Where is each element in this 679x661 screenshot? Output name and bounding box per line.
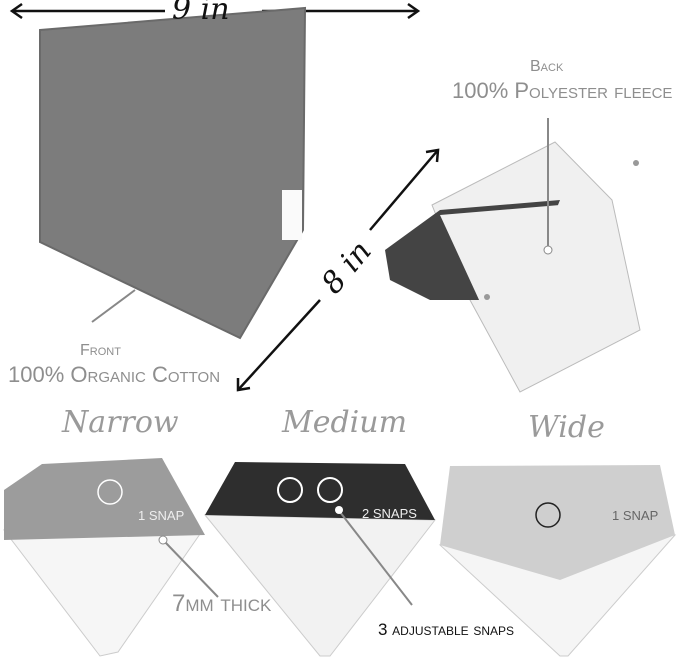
width-label: 9 in — [172, 0, 230, 27]
front-bib — [39, 6, 307, 340]
narrow-snaps: 1 snap — [138, 508, 185, 523]
height-arrow — [236, 148, 440, 392]
front-material: 100% Organic Cotton — [8, 362, 221, 387]
thickness-callout: 7mm thick — [172, 590, 272, 617]
size-medium: Medium — [282, 405, 408, 440]
back-material: 100% Polyester fleece — [452, 78, 673, 103]
back-title: Back — [530, 58, 564, 75]
size-wide: Wide — [528, 410, 605, 445]
front-title: Front — [80, 342, 121, 359]
wide-snaps: 1 snap — [612, 508, 659, 523]
snaps-callout: 3 adjustable snaps — [378, 620, 515, 639]
medium-snaps: 2 snaps — [362, 506, 417, 521]
size-narrow: Narrow — [62, 405, 179, 440]
brand-tag — [282, 190, 302, 240]
